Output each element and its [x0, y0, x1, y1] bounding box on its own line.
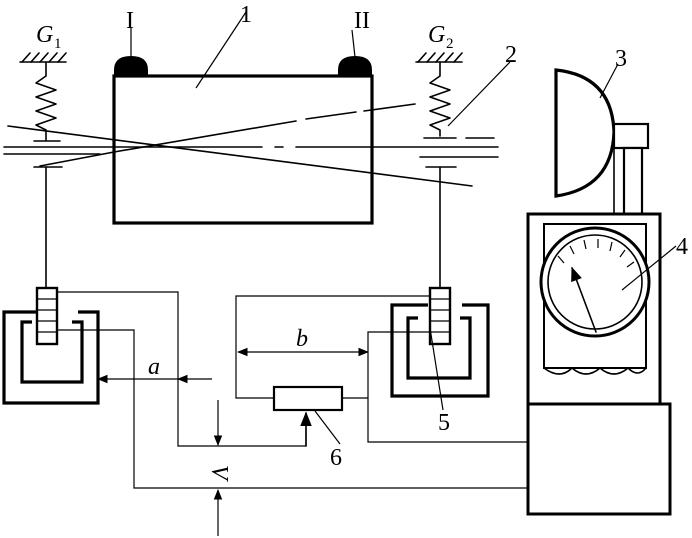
- label-part-5: 5: [438, 410, 450, 436]
- right-pickup-coil: [428, 286, 452, 346]
- label-force-g1: G 1: [36, 22, 62, 52]
- support-bump-II: [338, 56, 372, 77]
- label-support-II: II: [354, 8, 370, 34]
- label-part-4: 4: [676, 234, 688, 260]
- meter-dial: [539, 226, 651, 338]
- crossing-line-b: [39, 103, 416, 167]
- amplifier-box: [526, 402, 672, 516]
- shaft-axis: [3, 137, 499, 158]
- left-pickup-coil: [35, 286, 59, 346]
- right-spring: [423, 61, 457, 289]
- right-ground-hatch: [415, 52, 463, 63]
- label-force-g2: G 2: [428, 22, 454, 52]
- force-g2-subscript: 2: [446, 36, 454, 52]
- force-g1-symbol: G: [36, 22, 53, 48]
- label-part-2: 2: [505, 42, 517, 68]
- label-part-6: 6: [330, 445, 342, 471]
- rotor: [112, 74, 374, 225]
- potentiometer: [272, 385, 344, 447]
- label-dim-b: b: [296, 326, 308, 352]
- left-ground-hatch: [19, 52, 67, 63]
- leader-lines: [130, 11, 677, 445]
- force-g1-subscript: 1: [54, 36, 62, 52]
- label-part-3: 3: [615, 46, 627, 72]
- support-bump-I: [114, 56, 148, 77]
- label-dim-a: a: [148, 354, 160, 380]
- left-pickup-housing: [2, 310, 100, 405]
- crossing-line-a: [7, 125, 473, 187]
- meter-needle: [571, 266, 597, 333]
- label-dim-v: V: [206, 465, 232, 482]
- right-pickup-housing: [390, 303, 490, 398]
- label-support-I: I: [126, 8, 134, 34]
- force-g2-symbol: G: [428, 22, 445, 48]
- strobe-lamp: [554, 68, 650, 216]
- left-spring: [33, 61, 63, 289]
- label-part-1: 1: [240, 2, 252, 28]
